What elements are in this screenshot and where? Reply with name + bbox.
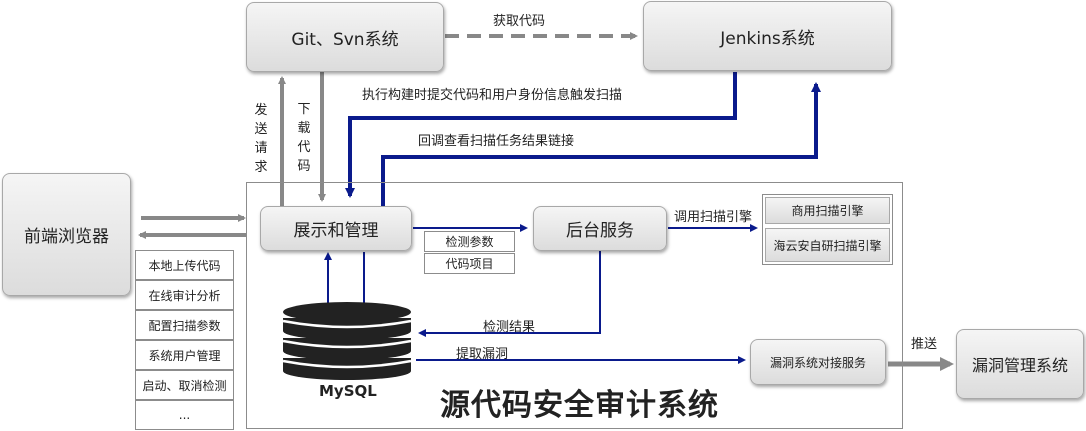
feature-config-params: 配置扫描参数: [135, 310, 234, 340]
label-send-request: 发送请求: [254, 103, 268, 175]
browser-node: 前端浏览器: [2, 173, 131, 296]
label-download-code: 下载代码: [297, 102, 311, 174]
jenkins-node: Jenkins系统: [643, 1, 892, 71]
commercial-engine-node: 商用扫描引擎: [765, 197, 890, 224]
edge-trigger-scan: [345, 72, 737, 198]
feature-more: ...: [135, 400, 234, 430]
param-detect-params: 检测参数: [424, 231, 515, 252]
feature-user-mgmt: 系统用户管理: [135, 340, 234, 370]
mysql-database-icon: [282, 302, 412, 380]
vuln-mgmt-node: 漏洞管理系统: [956, 329, 1084, 399]
haiyun-engine-node: 海云安自研扫描引擎: [765, 228, 890, 262]
audit-system-frame: [246, 182, 903, 429]
feature-online-audit: 在线审计分析: [135, 280, 234, 310]
label-callback: 回调查看扫描任务结果链接: [418, 134, 575, 149]
label-trigger-scan: 执行构建时提交代码和用户身份信息触发扫描: [362, 88, 623, 103]
display-manage-node: 展示和管理: [260, 206, 412, 251]
edge-detect-result: [418, 251, 601, 337]
edge-callback: [381, 82, 821, 206]
feature-upload-code: 本地上传代码: [135, 250, 234, 280]
vuln-service-node: 漏洞系统对接服务: [750, 339, 886, 385]
label-call-engine: 调用扫描引擎: [674, 210, 753, 225]
mysql-label: MySQL: [319, 382, 377, 400]
system-title: 源代码安全审计系统: [440, 388, 719, 423]
backend-service-node: 后台服务: [533, 206, 667, 251]
label-detect-result: 检测结果: [483, 320, 536, 335]
label-extract-vuln: 提取漏洞: [456, 347, 509, 362]
label-push: 推送: [911, 337, 938, 352]
feature-start-cancel: 启动、取消检测: [135, 370, 234, 400]
param-code-project: 代码项目: [424, 253, 515, 274]
git-svn-node: Git、Svn系统: [246, 2, 444, 72]
label-fetch-code: 获取代码: [493, 14, 546, 29]
